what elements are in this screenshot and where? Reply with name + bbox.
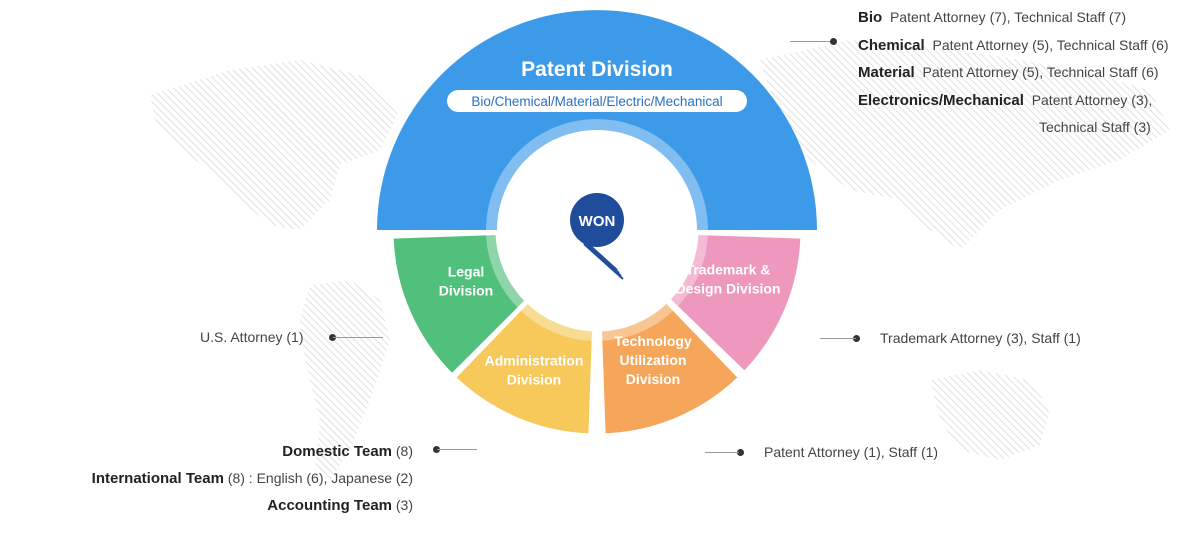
patent-division-subtitle: Bio/Chemical/Material/Electric/Mechanica… <box>471 94 722 109</box>
field-label: Electronics/Mechanical <box>858 91 1024 109</box>
field-detail: Patent Attorney (5), Technical Staff (6) <box>922 64 1159 80</box>
legal-division-label: Division <box>439 283 493 299</box>
field-detail: Patent Attorney (5), Technical Staff (6) <box>932 36 1169 53</box>
trademark-division-label: Trademark & <box>686 262 771 278</box>
logo-stripe <box>583 243 624 280</box>
tech-detail: Patent Attorney (1), Staff (1) <box>764 444 939 460</box>
team-label: Domestic Team <box>282 443 392 460</box>
admin-division-label: Administration <box>485 353 584 369</box>
patent-row-electronics: Electronics/Mechanical Patent Attorney (… <box>858 87 1169 115</box>
team-detail: (8) : English (6), Japanese (2) <box>223 470 413 486</box>
connector-dot <box>433 446 440 453</box>
patent-row-chemical: Chemical Patent Attorney (5), Technical … <box>858 32 1169 60</box>
field-label: Bio <box>858 9 883 26</box>
connector-line <box>437 449 477 450</box>
inner-ring <box>486 119 708 341</box>
patent-row-electronics-cont: Technical Staff (3) <box>858 114 1169 141</box>
tech-division-label: Division <box>626 371 680 387</box>
field-label: Material <box>858 64 915 81</box>
connector-dot <box>329 334 336 341</box>
trademark-division-segment <box>666 231 804 375</box>
legal-division-label: Legal <box>448 264 485 280</box>
legal-division-segment <box>390 231 529 378</box>
field-label: Chemical <box>858 36 925 54</box>
patent-row-bio: Bio Patent Attorney (7), Technical Staff… <box>858 4 1169 32</box>
connector-line <box>705 452 739 453</box>
logo-text: WON <box>579 213 616 230</box>
patent-subtitle-pill <box>447 90 747 112</box>
admin-row-international: International Team (8) : English (6), Ja… <box>92 465 413 492</box>
trademark-detail: Trademark Attorney (3), Staff (1) <box>880 330 1081 346</box>
logo-icon <box>570 193 624 247</box>
patent-details: Bio Patent Attorney (7), Technical Staff… <box>858 4 1169 141</box>
patent-division-segment <box>377 10 817 230</box>
tech-division-segment <box>598 299 742 437</box>
connector-line <box>820 338 856 339</box>
field-detail: Patent Attorney (7), Technical Staff (7) <box>889 9 1127 25</box>
admin-division-segment <box>452 299 596 437</box>
team-detail: (8) <box>392 443 413 459</box>
team-label: Accounting Team <box>267 497 392 514</box>
admin-row-accounting: Accounting Team (3) <box>92 492 413 519</box>
team-label: International Team <box>91 470 224 487</box>
patent-row-material: Material Patent Attorney (5), Technical … <box>858 59 1169 87</box>
admin-division-label: Division <box>507 372 561 388</box>
admin-row-domestic: Domestic Team (8) <box>92 438 413 465</box>
connector-dot <box>737 449 744 456</box>
legal-detail: U.S. Attorney (1) <box>200 329 304 345</box>
connector-dot <box>853 335 860 342</box>
admin-details: Domestic Team (8) International Team (8)… <box>92 438 413 519</box>
connector-line <box>333 337 383 338</box>
tech-division-label: Utilization <box>620 352 687 368</box>
connector-dot <box>830 38 837 45</box>
field-detail: Technical Staff (3) <box>1039 119 1151 135</box>
team-detail: (3) <box>392 497 413 513</box>
field-detail: Patent Attorney (3), <box>1031 91 1153 108</box>
patent-division-title: Patent Division <box>521 58 673 81</box>
connector-line <box>790 41 830 42</box>
trademark-division-label: Design Division <box>675 281 780 297</box>
tech-division-label: Technology <box>614 333 692 349</box>
